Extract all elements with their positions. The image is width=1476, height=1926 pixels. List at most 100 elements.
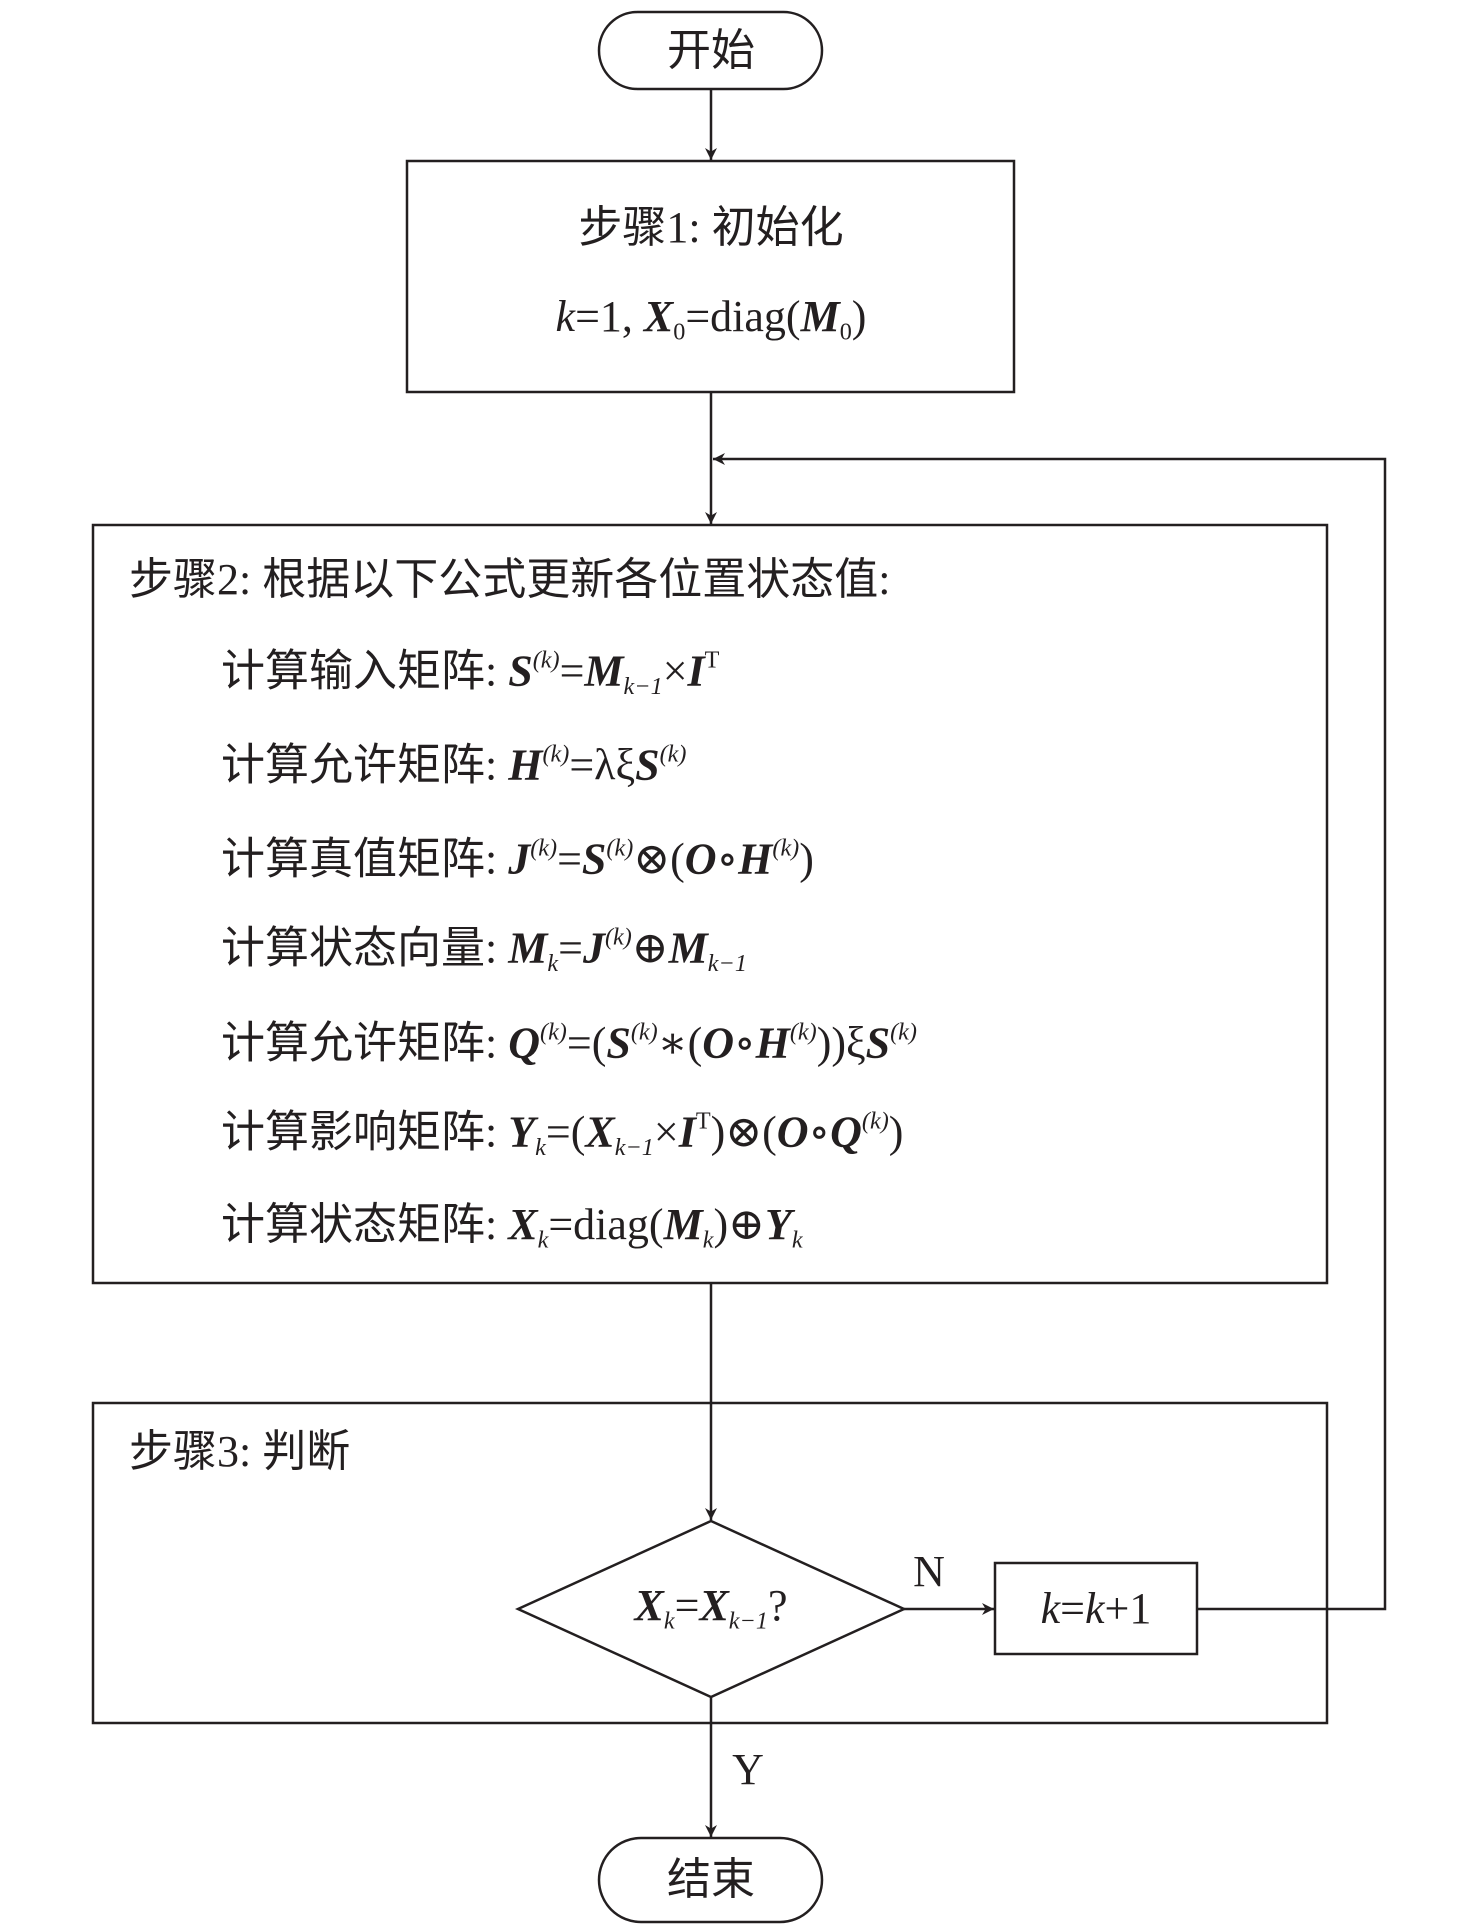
- formula-token: k: [791, 1226, 803, 1254]
- formula-token: M: [508, 923, 548, 973]
- formula-token: k: [537, 1226, 549, 1254]
- end-label: 结束: [667, 1855, 755, 1904]
- step2-title: 步骤2: 根据以下公式更新各位置状态值:: [129, 555, 891, 604]
- formula-token: =diag(: [548, 1200, 664, 1250]
- formula-row: 计算输入矩阵: S(k)=Mk−1×IT: [221, 646, 719, 701]
- formula-label: 计算允许矩阵:: [221, 740, 509, 790]
- formula-label: 计算状态向量:: [221, 923, 509, 973]
- formula-token: (k): [532, 646, 560, 674]
- formula-token: (k): [659, 740, 687, 768]
- formula-token: )⊕: [713, 1200, 765, 1250]
- formula-token: ∘: [716, 834, 739, 884]
- formula-token: M: [663, 1200, 703, 1250]
- formula-row: 计算影响矩阵: Yk=(Xk−1×IT)⊗(O∘Q(k)): [221, 1107, 904, 1162]
- formula-token: X: [508, 1200, 538, 1250]
- formula-label: 计算状态矩阵:: [221, 1200, 509, 1250]
- step2-box: [91, 523, 1329, 1285]
- decision-condition: Xk=Xk−1?: [635, 1584, 788, 1634]
- formula-token: X: [585, 1107, 615, 1157]
- formula-token: J: [508, 834, 531, 884]
- formula-token: X: [643, 292, 674, 342]
- formula-token: H: [508, 740, 543, 790]
- formula-token: ?: [767, 1581, 788, 1631]
- formula-token: X: [699, 1581, 729, 1631]
- formula-token: ): [888, 1107, 904, 1157]
- formula-label: 计算真值矩阵:: [221, 834, 509, 884]
- formula-token: ∘: [808, 1107, 831, 1157]
- formula-token: k: [1085, 1584, 1105, 1633]
- formula-token: k: [702, 1226, 714, 1254]
- formula-token: ⊗(: [633, 834, 685, 884]
- formula-token: =(: [566, 1018, 607, 1068]
- formula-token: Q: [830, 1107, 862, 1157]
- formula-token: I: [687, 646, 705, 696]
- formula-token: S: [581, 834, 607, 884]
- formula-token: ))ξ: [816, 1018, 866, 1068]
- formula-label: 计算输入矩阵:: [221, 646, 509, 696]
- end-terminal: [597, 1836, 824, 1924]
- formula-token: k−1: [623, 673, 663, 701]
- step1-formula: k=1, X0=diag(M0): [556, 295, 867, 345]
- formula-token: ×: [653, 1107, 679, 1157]
- formula-row: 计算状态矩阵: Xk=diag(Mk)⊕Yk: [221, 1203, 803, 1253]
- formula-token: T: [695, 1107, 711, 1135]
- step3-title: 步骤3: 判断: [129, 1427, 351, 1476]
- formula-token: X: [634, 1581, 664, 1631]
- formula-token: S: [606, 1018, 631, 1068]
- formula-token: k: [535, 1134, 546, 1162]
- formula-label: 计算影响矩阵:: [221, 1107, 509, 1157]
- formula-token: 0: [673, 318, 686, 346]
- formula-token: (k): [630, 1018, 658, 1046]
- formula-token: ⊕: [631, 923, 669, 973]
- formula-token: O: [684, 834, 717, 884]
- formula-row: 计算真值矩阵: J(k)=S(k)⊗(O∘H(k)): [221, 836, 814, 881]
- formula-token: k−1: [728, 1607, 768, 1635]
- formula-token: k: [663, 1607, 675, 1635]
- formula-token: Q: [508, 1018, 541, 1068]
- formula-token: ∗(: [657, 1018, 703, 1068]
- formula-token: (k): [604, 923, 632, 951]
- formula-token: (k): [530, 834, 558, 862]
- formula-token: ∘: [734, 1018, 756, 1068]
- formula-token: O: [776, 1107, 809, 1157]
- formula-token: =: [557, 834, 582, 884]
- formula-token: k: [555, 292, 576, 342]
- formula-token: =: [1060, 1584, 1085, 1633]
- formula-token: =diag(: [685, 292, 801, 342]
- formula-row: 计算允许矩阵: Q(k)=(S(k)∗(O∘H(k)))ξS(k): [221, 1020, 917, 1065]
- formula-token: J: [582, 923, 605, 973]
- formula-token: S: [865, 1018, 891, 1068]
- formula-token: =: [558, 923, 583, 973]
- increment-formula: k=k+1: [1041, 1587, 1152, 1631]
- formula-row: 计算状态向量: Mk=J(k)⊕Mk−1: [221, 923, 747, 978]
- formula-token: S: [508, 646, 533, 696]
- formula-token: (k): [540, 1018, 567, 1046]
- formula-token: (k): [542, 740, 570, 768]
- formula-token: ×: [662, 646, 688, 696]
- formula-token: =1,: [575, 292, 644, 342]
- formula-token: =λξ: [569, 740, 636, 790]
- formula-token: +1: [1104, 1584, 1152, 1633]
- no-label: N: [913, 1547, 945, 1596]
- formula-token: k: [547, 950, 559, 978]
- yes-label: Y: [732, 1745, 764, 1794]
- formula-token: k−1: [707, 950, 747, 978]
- formula-token: =: [559, 646, 585, 696]
- formula-token: I: [678, 1107, 696, 1157]
- formula-token: H: [738, 834, 773, 884]
- formula-token: =(: [545, 1107, 586, 1157]
- step1-box: [405, 159, 1016, 394]
- formula-token: (k): [890, 1018, 917, 1046]
- formula-token: (k): [789, 1018, 817, 1046]
- formula-label: 计算允许矩阵:: [221, 1018, 509, 1068]
- formula-token: M: [800, 292, 840, 342]
- formula-token: H: [755, 1018, 790, 1068]
- formula-token: S: [635, 740, 660, 790]
- formula-token: (k): [772, 834, 800, 862]
- start-label: 开始: [667, 26, 755, 75]
- formula-token: M: [668, 923, 708, 973]
- formula-token: =: [674, 1581, 700, 1631]
- formula-token: k: [1040, 1584, 1061, 1633]
